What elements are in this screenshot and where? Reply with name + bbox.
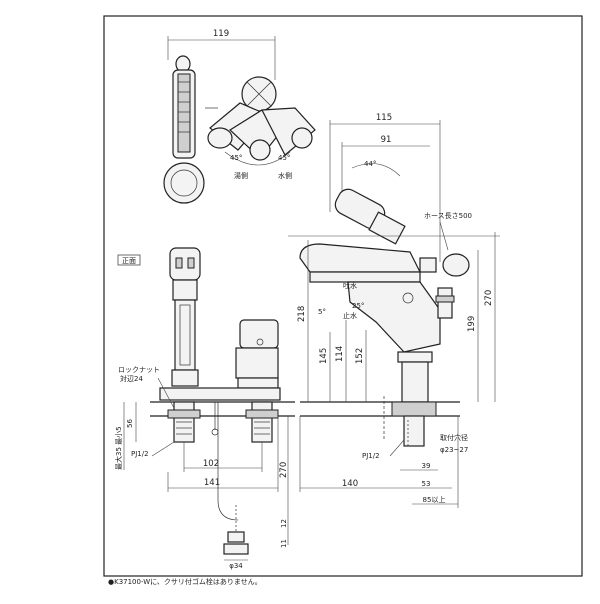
mount-hole-label: 取付穴径: [440, 433, 468, 442]
dim-115: 115: [376, 113, 392, 123]
dim-119: 119: [213, 29, 229, 39]
side-view: 115 91 44° ホース長さ500 218: [288, 113, 500, 508]
dim-152: 152: [355, 348, 365, 364]
locknut-label: ロックナット: [118, 366, 160, 374]
angle-5: 5°: [318, 308, 326, 316]
lever-top: [207, 76, 316, 161]
top-view: 119 45° 45: [163, 29, 316, 204]
dim-218: 218: [297, 306, 307, 322]
hole-diameter: φ23~27: [440, 446, 468, 454]
front-label: 正面: [122, 257, 136, 265]
dim-270-right: 270: [484, 290, 494, 306]
angle-right: 45°: [278, 154, 290, 162]
dim-phi34: φ34: [229, 562, 243, 570]
dim-85: 85以上: [423, 495, 446, 504]
dim-12: 12: [280, 519, 288, 528]
dim-11: 11: [280, 539, 288, 548]
pj-right: PJ1/2: [362, 452, 380, 460]
angle-left: 45°: [230, 154, 242, 162]
hose-length-label: ホース長さ500: [424, 212, 472, 220]
dim-141: 141: [204, 478, 220, 488]
dim-114: 114: [335, 346, 345, 362]
locknut-size: 対辺24: [120, 374, 143, 383]
dim-199: 199: [467, 316, 477, 332]
dim-270-left: 270: [279, 462, 289, 478]
dim-56: 56: [126, 419, 134, 428]
drawing-frame: [103, 15, 583, 577]
dim-140: 140: [342, 479, 358, 489]
front-label-box: [117, 254, 141, 266]
pj-left: PJ1/2: [131, 450, 149, 458]
dim-thickness: 最大35 最小5: [114, 426, 123, 470]
shower-head-top: [163, 55, 205, 204]
angle-44: 44°: [364, 160, 376, 168]
dim-39: 39: [422, 462, 431, 470]
dim-53: 53: [422, 480, 431, 488]
cold-side-label: 水側: [278, 171, 292, 180]
front-view: 正面 ロックナット 対辺24: [114, 247, 295, 570]
spout-label: 吐水: [343, 281, 357, 290]
angle-25: 25°: [352, 302, 364, 310]
footnote: ●K37100-Wに、クサリ付ゴム栓はありません。: [108, 577, 262, 586]
dim-145: 145: [319, 348, 329, 364]
hot-side-label: 湯側: [234, 171, 248, 180]
dim-102: 102: [203, 459, 219, 469]
stop-label: 止水: [343, 311, 357, 320]
dim-91: 91: [381, 135, 392, 145]
